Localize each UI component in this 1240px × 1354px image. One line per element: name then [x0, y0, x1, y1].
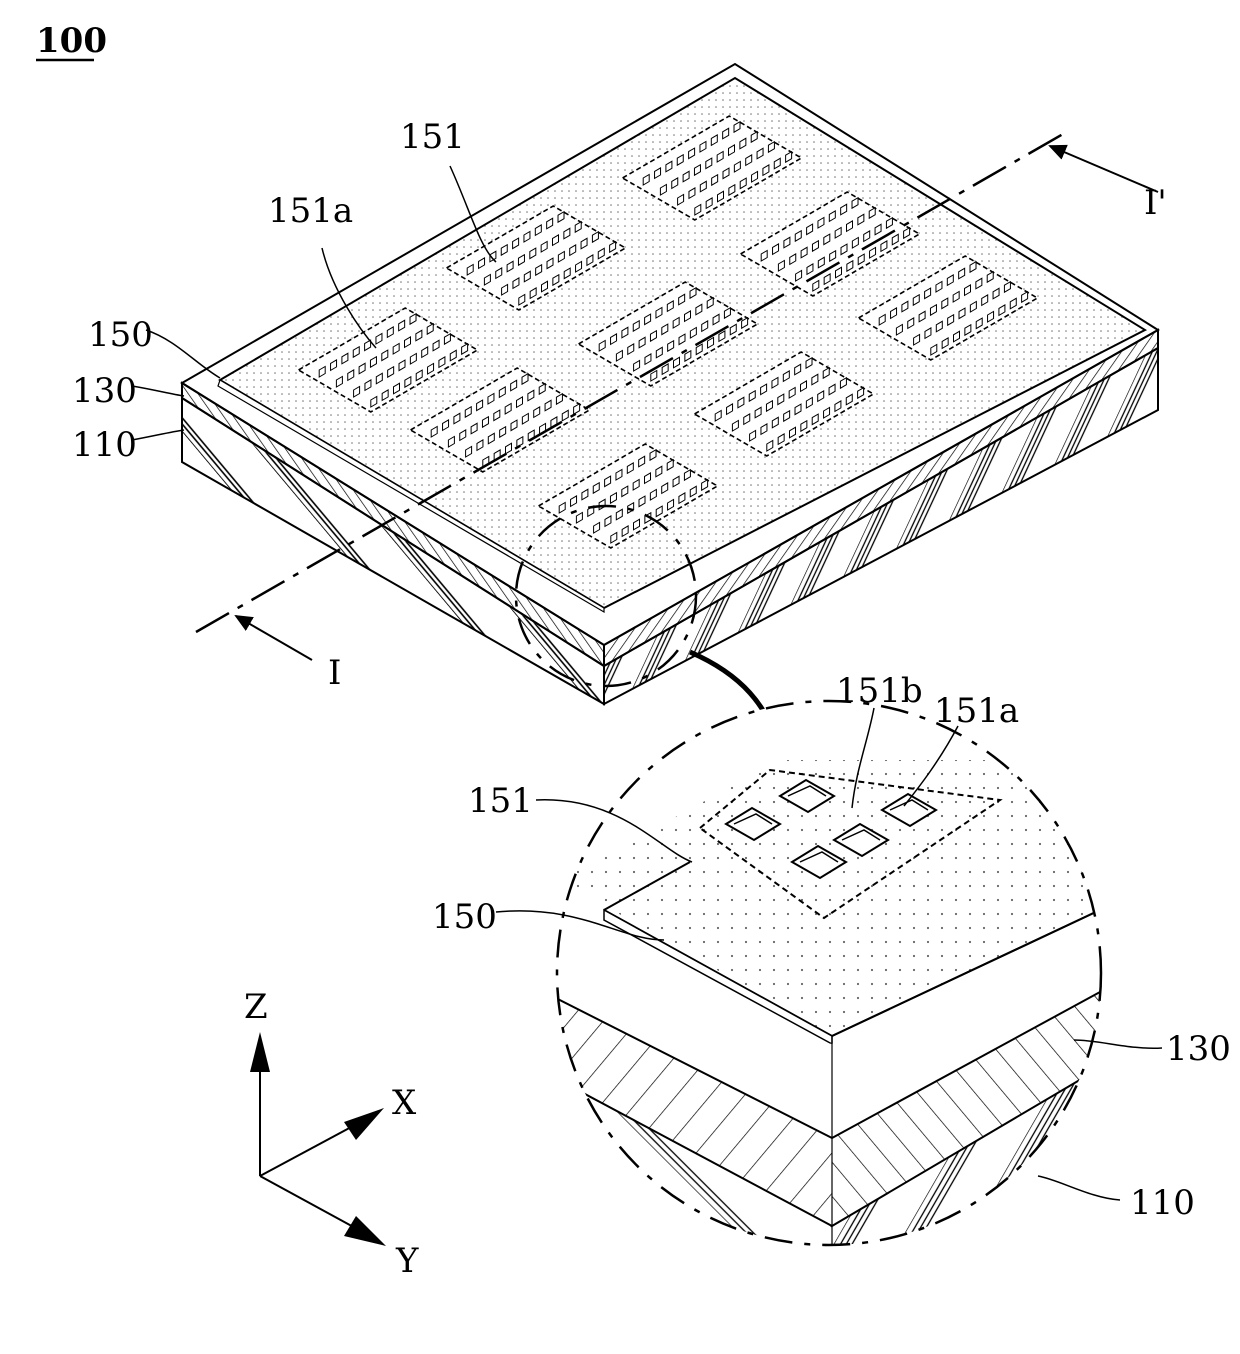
- leader-150: [146, 330, 220, 378]
- device-main-view: I I' 151 151a 150 130 110: [72, 64, 1167, 704]
- section-label-end: I': [1144, 183, 1167, 223]
- section-arrow-end: [1050, 146, 1158, 192]
- detail-label-151a: 151a: [934, 691, 1019, 731]
- x-arrowhead: [344, 1108, 384, 1140]
- y-arrowhead: [344, 1216, 386, 1246]
- detail-label-151: 151: [468, 781, 533, 821]
- detail-label-130: 130: [1166, 1029, 1231, 1069]
- z-arrowhead: [250, 1032, 270, 1072]
- label-110: 110: [72, 425, 137, 465]
- label-151a: 151a: [268, 191, 353, 231]
- label-150: 150: [88, 315, 153, 355]
- x-axis-label: X: [392, 1083, 417, 1123]
- detail-view: 151b 151a 151 150 130 110: [432, 671, 1231, 1270]
- section-label-start: I: [328, 653, 341, 693]
- z-axis-label: Z: [244, 987, 268, 1027]
- leader-130: [132, 386, 184, 396]
- label-151: 151: [400, 117, 465, 157]
- label-130: 130: [72, 371, 137, 411]
- figure-number: 100: [36, 21, 107, 61]
- detail-label-150: 150: [432, 897, 497, 937]
- leader-110: [132, 430, 184, 440]
- section-arrow-start: [236, 616, 312, 660]
- detail-label-151b: 151b: [836, 671, 923, 711]
- coordinate-axes: Z X Y: [244, 987, 419, 1281]
- detail-leader-110: [1038, 1176, 1120, 1200]
- detail-label-110: 110: [1130, 1183, 1195, 1223]
- y-axis-label: Y: [395, 1241, 419, 1281]
